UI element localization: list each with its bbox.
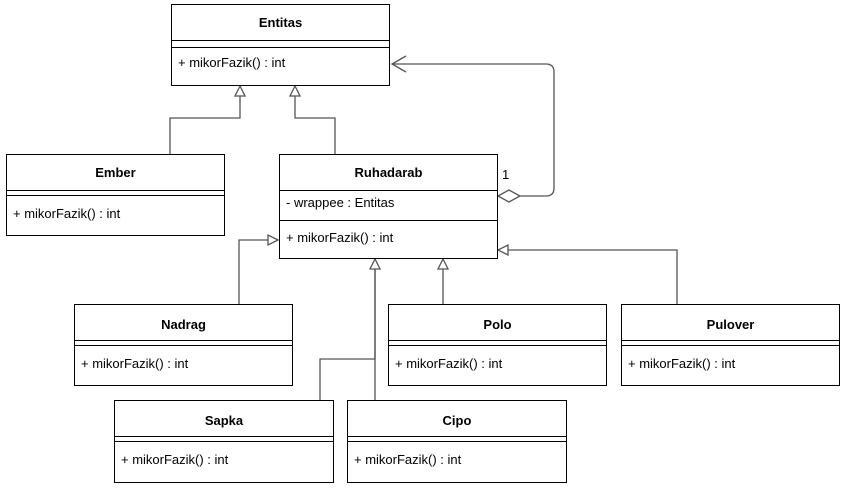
generalization-pulover-ruhadarab [508,249,678,304]
method: + mikorFazik() : int [178,55,286,70]
empty-attributes-divider [622,340,839,346]
class-name: Sapka [204,413,244,428]
attribute: - wrappee : Entitas [286,195,395,210]
class-name: Entitas [258,15,303,30]
divider [280,190,497,191]
empty-attributes-divider [389,340,606,346]
generalization-arrowhead [436,257,450,270]
class-ember[interactable]: Ember + mikorFazik() : int [6,154,225,236]
empty-attributes-divider [7,190,224,196]
empty-attributes-divider [348,436,566,442]
generalization-arrowhead [233,84,247,97]
method: + mikorFazik() : int [395,356,503,371]
class-ruhadarab[interactable]: Ruhadarab - wrappee : Entitas + mikorFaz… [279,154,498,259]
class-entitas[interactable]: Entitas + mikorFazik() : int [171,4,390,86]
class-cipo[interactable]: Cipo + mikorFazik() : int [347,400,567,483]
generalization-nadrag-ruhadarab [238,239,268,304]
empty-attributes-divider [75,340,292,346]
generalization-ember-entitas [169,96,241,154]
generalization-arrowhead [368,257,382,270]
method: + mikorFazik() : int [121,452,229,467]
class-name: Nadrag [161,317,206,332]
divider [280,220,497,221]
method: + mikorFazik() : int [286,230,394,245]
class-nadrag[interactable]: Nadrag + mikorFazik() : int [74,304,293,386]
class-name: Ruhadarab [354,165,423,180]
class-name: Ember [95,165,136,180]
empty-attributes-divider [172,40,389,48]
generalization-arrowhead [496,243,509,257]
class-polo[interactable]: Polo + mikorFazik() : int [388,304,607,386]
generalization-sapka-ruhadarab [319,269,376,400]
class-sapka[interactable]: Sapka + mikorFazik() : int [114,400,334,483]
generalization-arrowhead [288,84,302,97]
class-name: Polo [483,317,512,332]
multiplicity-label: 1 [502,167,510,182]
generalization-ruhadarab-entitas [294,96,336,154]
class-name: Pulover [706,317,755,332]
method: + mikorFazik() : int [628,356,736,371]
empty-attributes-divider [115,436,333,442]
aggregation-diamond [496,189,522,203]
method: + mikorFazik() : int [81,356,189,371]
class-pulover[interactable]: Pulover + mikorFazik() : int [621,304,840,386]
generalization-arrowhead [267,233,280,247]
class-name: Cipo [442,413,472,428]
method: + mikorFazik() : int [13,206,121,221]
navigable-arrowhead [390,55,407,73]
method: + mikorFazik() : int [354,452,462,467]
aggregation-ruhadarab-entitas [392,63,555,197]
